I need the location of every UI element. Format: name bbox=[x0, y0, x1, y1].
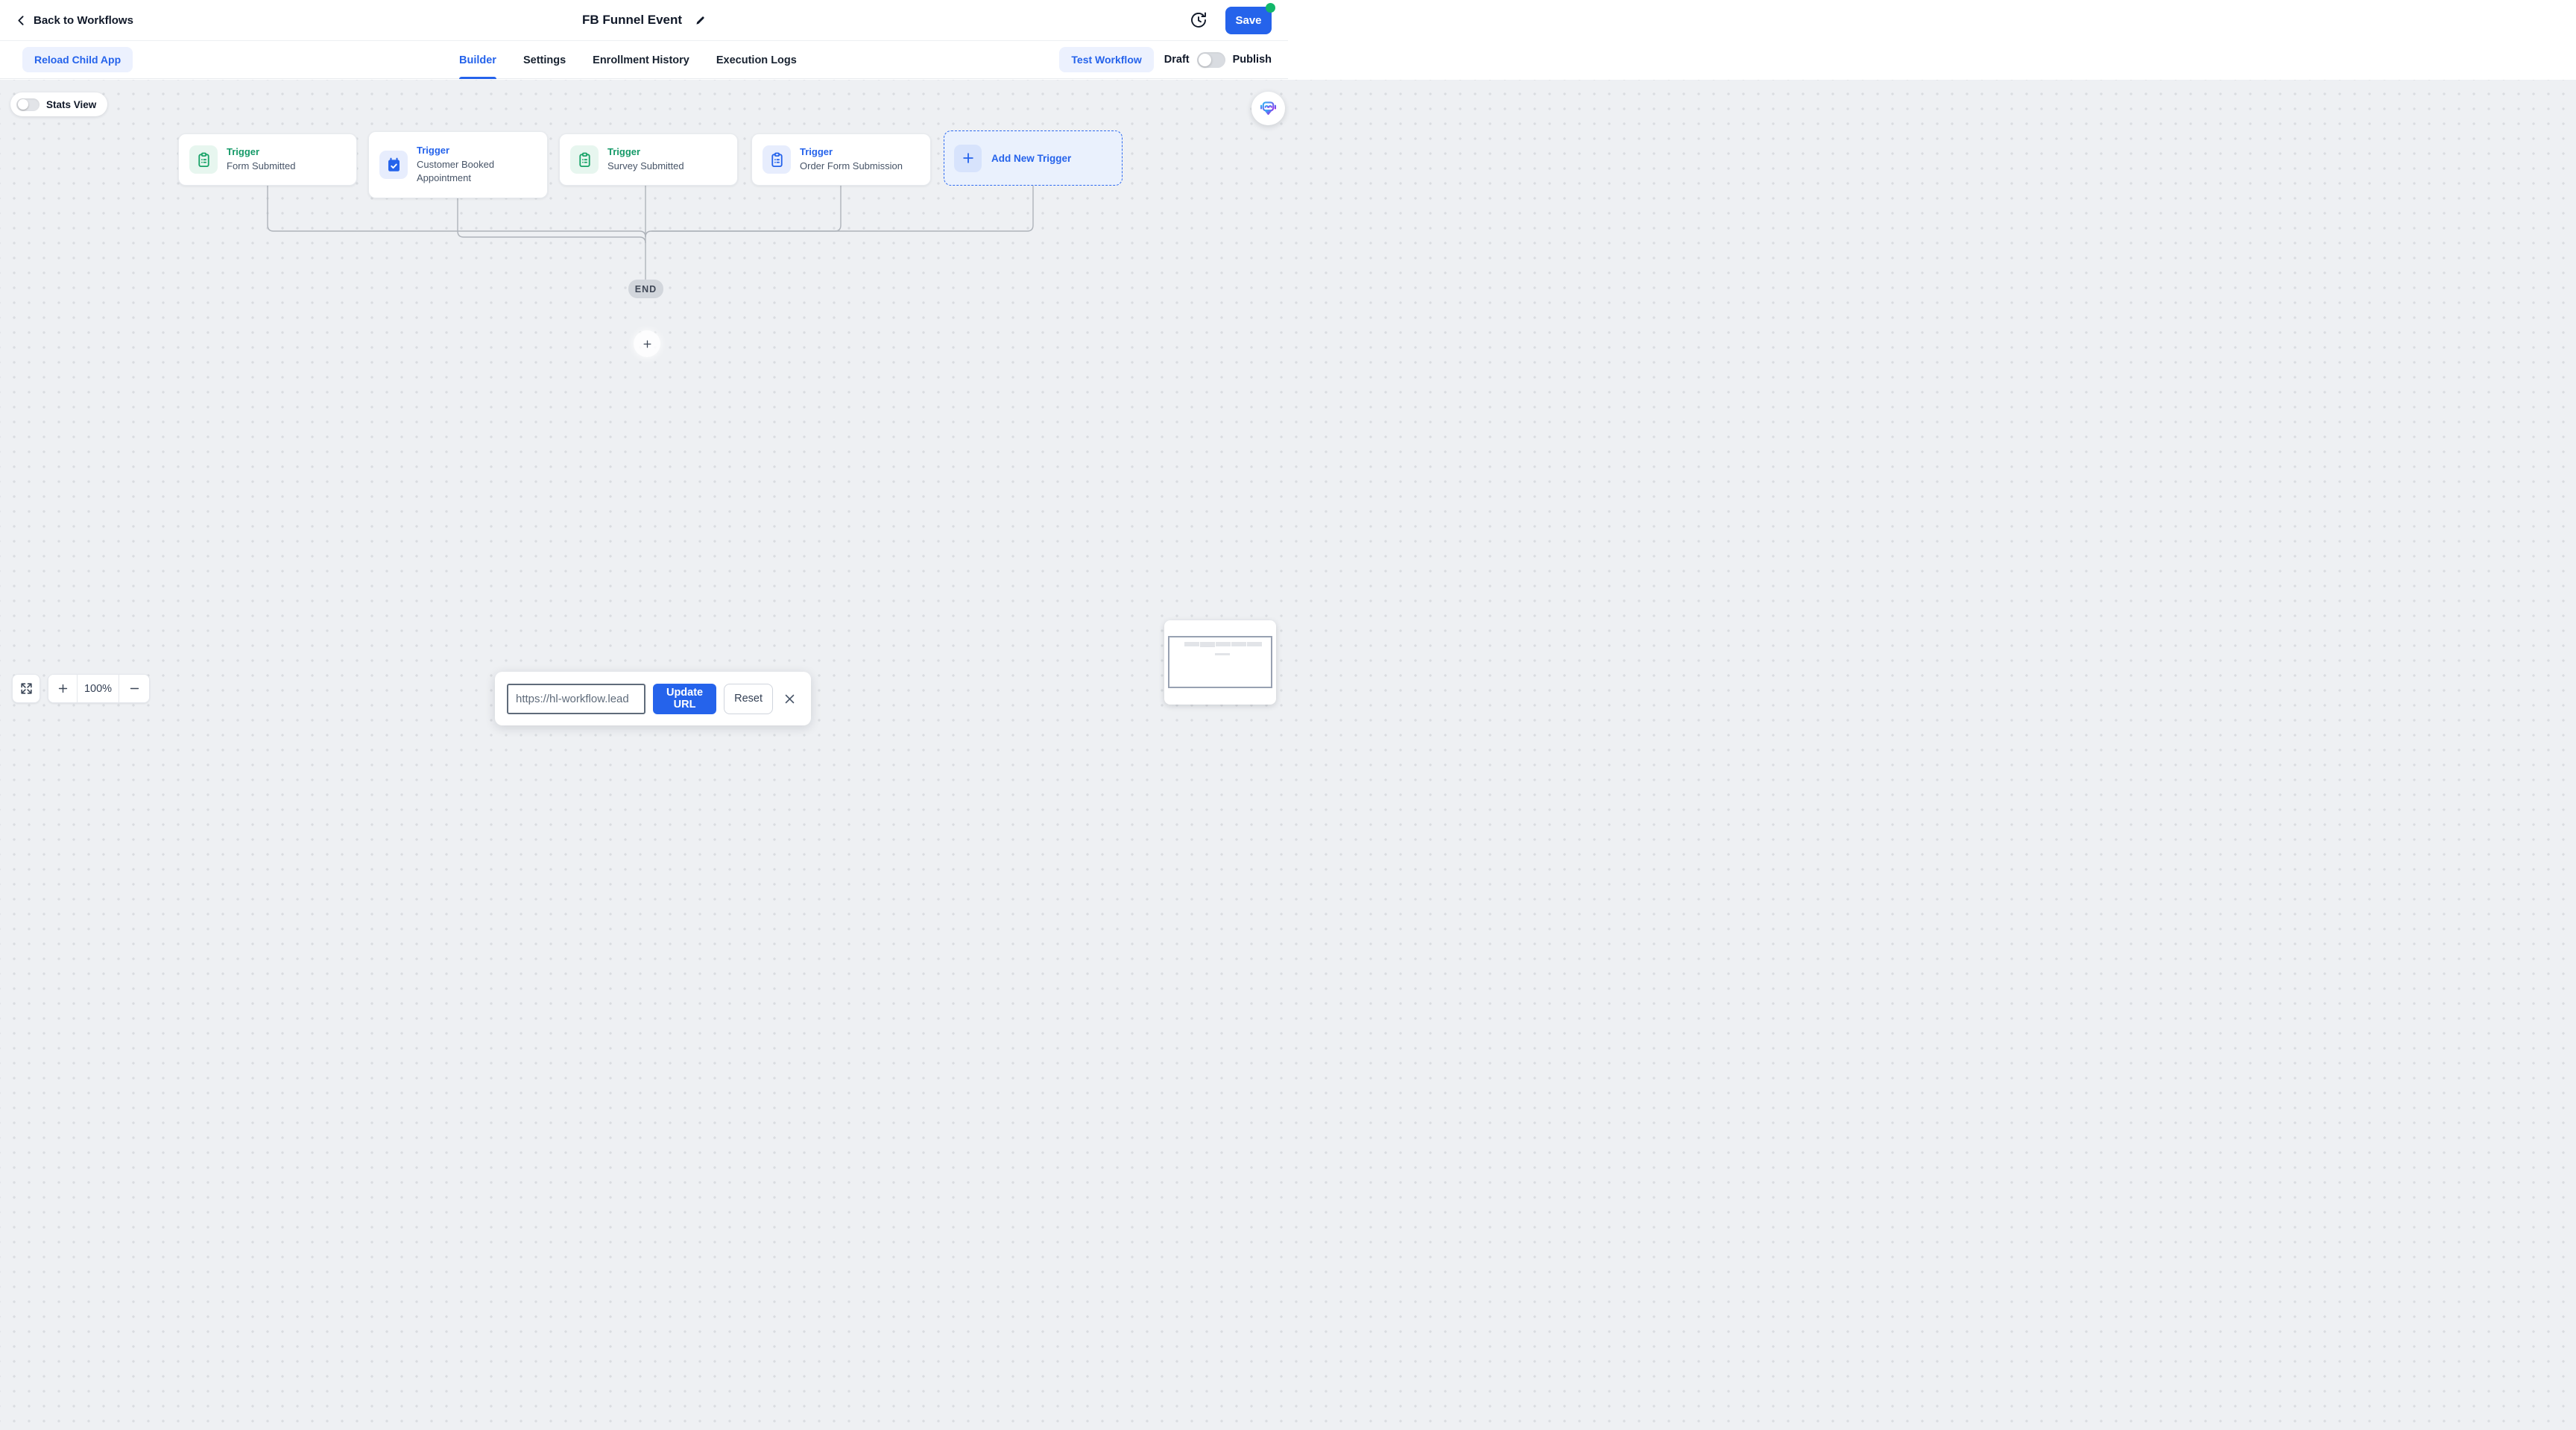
trigger-name: Customer Booked Appointment bbox=[417, 158, 495, 184]
zoom-controls: 100% bbox=[48, 674, 150, 703]
publish-toggle[interactable] bbox=[1196, 51, 1225, 68]
update-url-button[interactable]: Update URL bbox=[653, 683, 717, 714]
edit-title-pencil-icon[interactable] bbox=[695, 15, 706, 26]
clipboard-icon bbox=[763, 145, 791, 174]
minimap bbox=[1164, 620, 1276, 705]
end-node: END bbox=[628, 280, 663, 298]
reset-button[interactable]: Reset bbox=[724, 683, 773, 714]
minimap-viewport[interactable] bbox=[1168, 636, 1272, 688]
workflow-toolbar: Reload Child App Builder Settings Enroll… bbox=[0, 41, 1288, 79]
trigger-type-label: Trigger bbox=[800, 146, 833, 158]
page-title: FB Funnel Event bbox=[581, 13, 683, 27]
plus-icon bbox=[643, 340, 651, 347]
plus-icon bbox=[58, 684, 67, 693]
trigger-type-label: Trigger bbox=[417, 144, 450, 156]
back-to-workflows-button[interactable]: Back to Workflows bbox=[15, 14, 133, 27]
close-url-panel-button[interactable] bbox=[780, 690, 799, 708]
clipboard-icon bbox=[570, 145, 599, 174]
trigger-node-order-form-submission[interactable]: Trigger Order Form Submission bbox=[751, 133, 931, 186]
trigger-type-label: Trigger bbox=[227, 146, 260, 158]
workflow-canvas[interactable]: Stats View Trigger F bbox=[0, 80, 2576, 1430]
add-new-trigger-label: Add New Trigger bbox=[991, 152, 1072, 164]
test-workflow-button[interactable]: Test Workflow bbox=[1059, 47, 1154, 72]
calendar-check-icon bbox=[379, 151, 408, 179]
url-update-panel: Update URL Reset bbox=[495, 672, 811, 725]
unsaved-changes-dot bbox=[1266, 2, 1275, 13]
chevron-left-icon bbox=[15, 14, 28, 27]
zoom-in-button[interactable] bbox=[48, 675, 77, 702]
trigger-name: Survey Submitted bbox=[607, 160, 684, 171]
add-new-trigger-button[interactable]: Add New Trigger bbox=[944, 130, 1123, 186]
zoom-level: 100% bbox=[77, 675, 119, 702]
clipboard-icon bbox=[189, 145, 218, 174]
draft-label: Draft bbox=[1164, 54, 1190, 66]
trigger-node-survey-submitted[interactable]: Trigger Survey Submitted bbox=[559, 133, 738, 186]
expand-icon bbox=[20, 683, 32, 694]
plus-icon bbox=[954, 144, 982, 172]
tab-bar: Builder Settings Enrollment History Exec… bbox=[459, 41, 797, 79]
save-button[interactable]: Save bbox=[1225, 2, 1275, 34]
tab-settings[interactable]: Settings bbox=[523, 54, 566, 66]
add-action-plus-button[interactable] bbox=[634, 330, 660, 357]
trigger-node-form-submitted[interactable]: Trigger Form Submitted bbox=[178, 133, 357, 186]
version-history-icon[interactable] bbox=[1190, 11, 1208, 29]
ai-assistant-button[interactable] bbox=[1251, 92, 1285, 125]
minus-icon bbox=[130, 687, 139, 690]
trigger-name: Order Form Submission bbox=[800, 160, 903, 171]
tab-execution-logs[interactable]: Execution Logs bbox=[716, 54, 797, 66]
close-icon bbox=[785, 694, 795, 703]
stats-view-switch[interactable] bbox=[16, 98, 40, 111]
reload-child-app-button[interactable]: Reload Child App bbox=[22, 47, 133, 72]
header: Back to Workflows FB Funnel Event Save bbox=[0, 0, 1288, 41]
ai-robot-icon bbox=[1260, 99, 1277, 115]
tab-enrollment-history[interactable]: Enrollment History bbox=[593, 54, 689, 66]
trigger-node-customer-booked-appointment[interactable]: Trigger Customer Booked Appointment bbox=[368, 131, 548, 198]
trigger-type-label: Trigger bbox=[607, 146, 641, 158]
back-label: Back to Workflows bbox=[34, 13, 133, 27]
tab-builder[interactable]: Builder bbox=[459, 41, 496, 79]
zoom-out-button[interactable] bbox=[119, 675, 149, 702]
fit-to-screen-button[interactable] bbox=[12, 674, 40, 703]
stats-view-toggle[interactable]: Stats View bbox=[10, 92, 108, 116]
publish-label: Publish bbox=[1232, 54, 1272, 66]
stats-view-label: Stats View bbox=[46, 98, 97, 110]
workflow-url-input[interactable] bbox=[507, 683, 645, 714]
trigger-name: Form Submitted bbox=[227, 160, 296, 171]
